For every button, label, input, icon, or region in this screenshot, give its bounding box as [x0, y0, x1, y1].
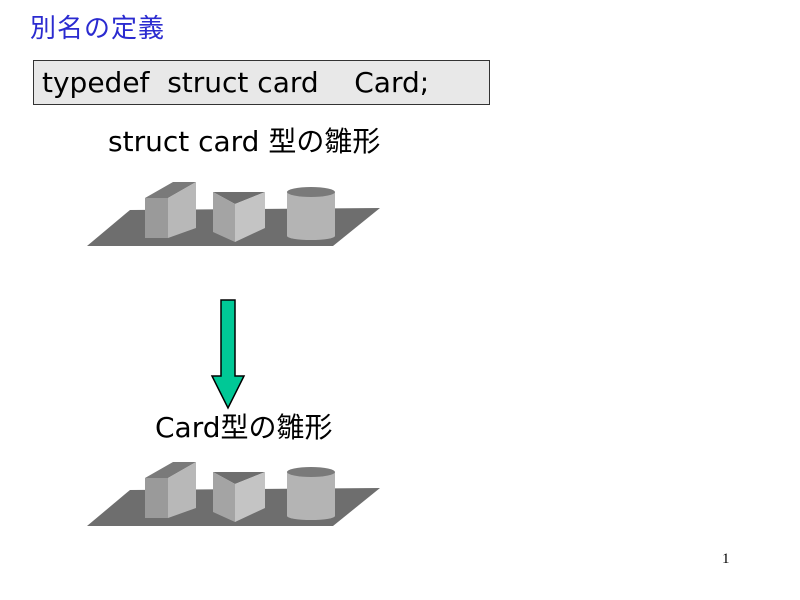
wedge-top-face — [213, 192, 265, 204]
cube-top-face — [145, 182, 196, 198]
struct-card-template-caption: struct card 型の雛形 — [108, 125, 381, 158]
cylinder-body — [287, 192, 335, 236]
wedge-right-face — [235, 472, 265, 522]
wedge-right-face — [235, 192, 265, 242]
typedef-code-box: typedef struct card Card; — [33, 60, 490, 105]
cube-side-face — [168, 462, 196, 518]
wedge-left-face — [213, 192, 235, 242]
card-template-caption: Card型の雛形 — [155, 411, 333, 444]
struct-card-template-icon — [87, 182, 380, 246]
cylinder-top — [287, 187, 335, 197]
slide-title: 別名の定義 — [30, 14, 166, 44]
cube-top-face — [145, 462, 196, 478]
cube-side-face — [168, 182, 196, 238]
page-number: 1 — [722, 551, 730, 567]
cube-front-face — [145, 478, 168, 518]
card-template-icon — [87, 462, 380, 526]
wedge-left-face — [213, 472, 235, 522]
cylinder-body — [287, 472, 335, 516]
cylinder-bottom — [287, 232, 335, 240]
cube-front-face — [145, 198, 168, 238]
cylinder-bottom — [287, 512, 335, 520]
wedge-top-face — [213, 472, 265, 484]
down-arrow-icon — [210, 299, 246, 410]
cylinder-top — [287, 467, 335, 477]
